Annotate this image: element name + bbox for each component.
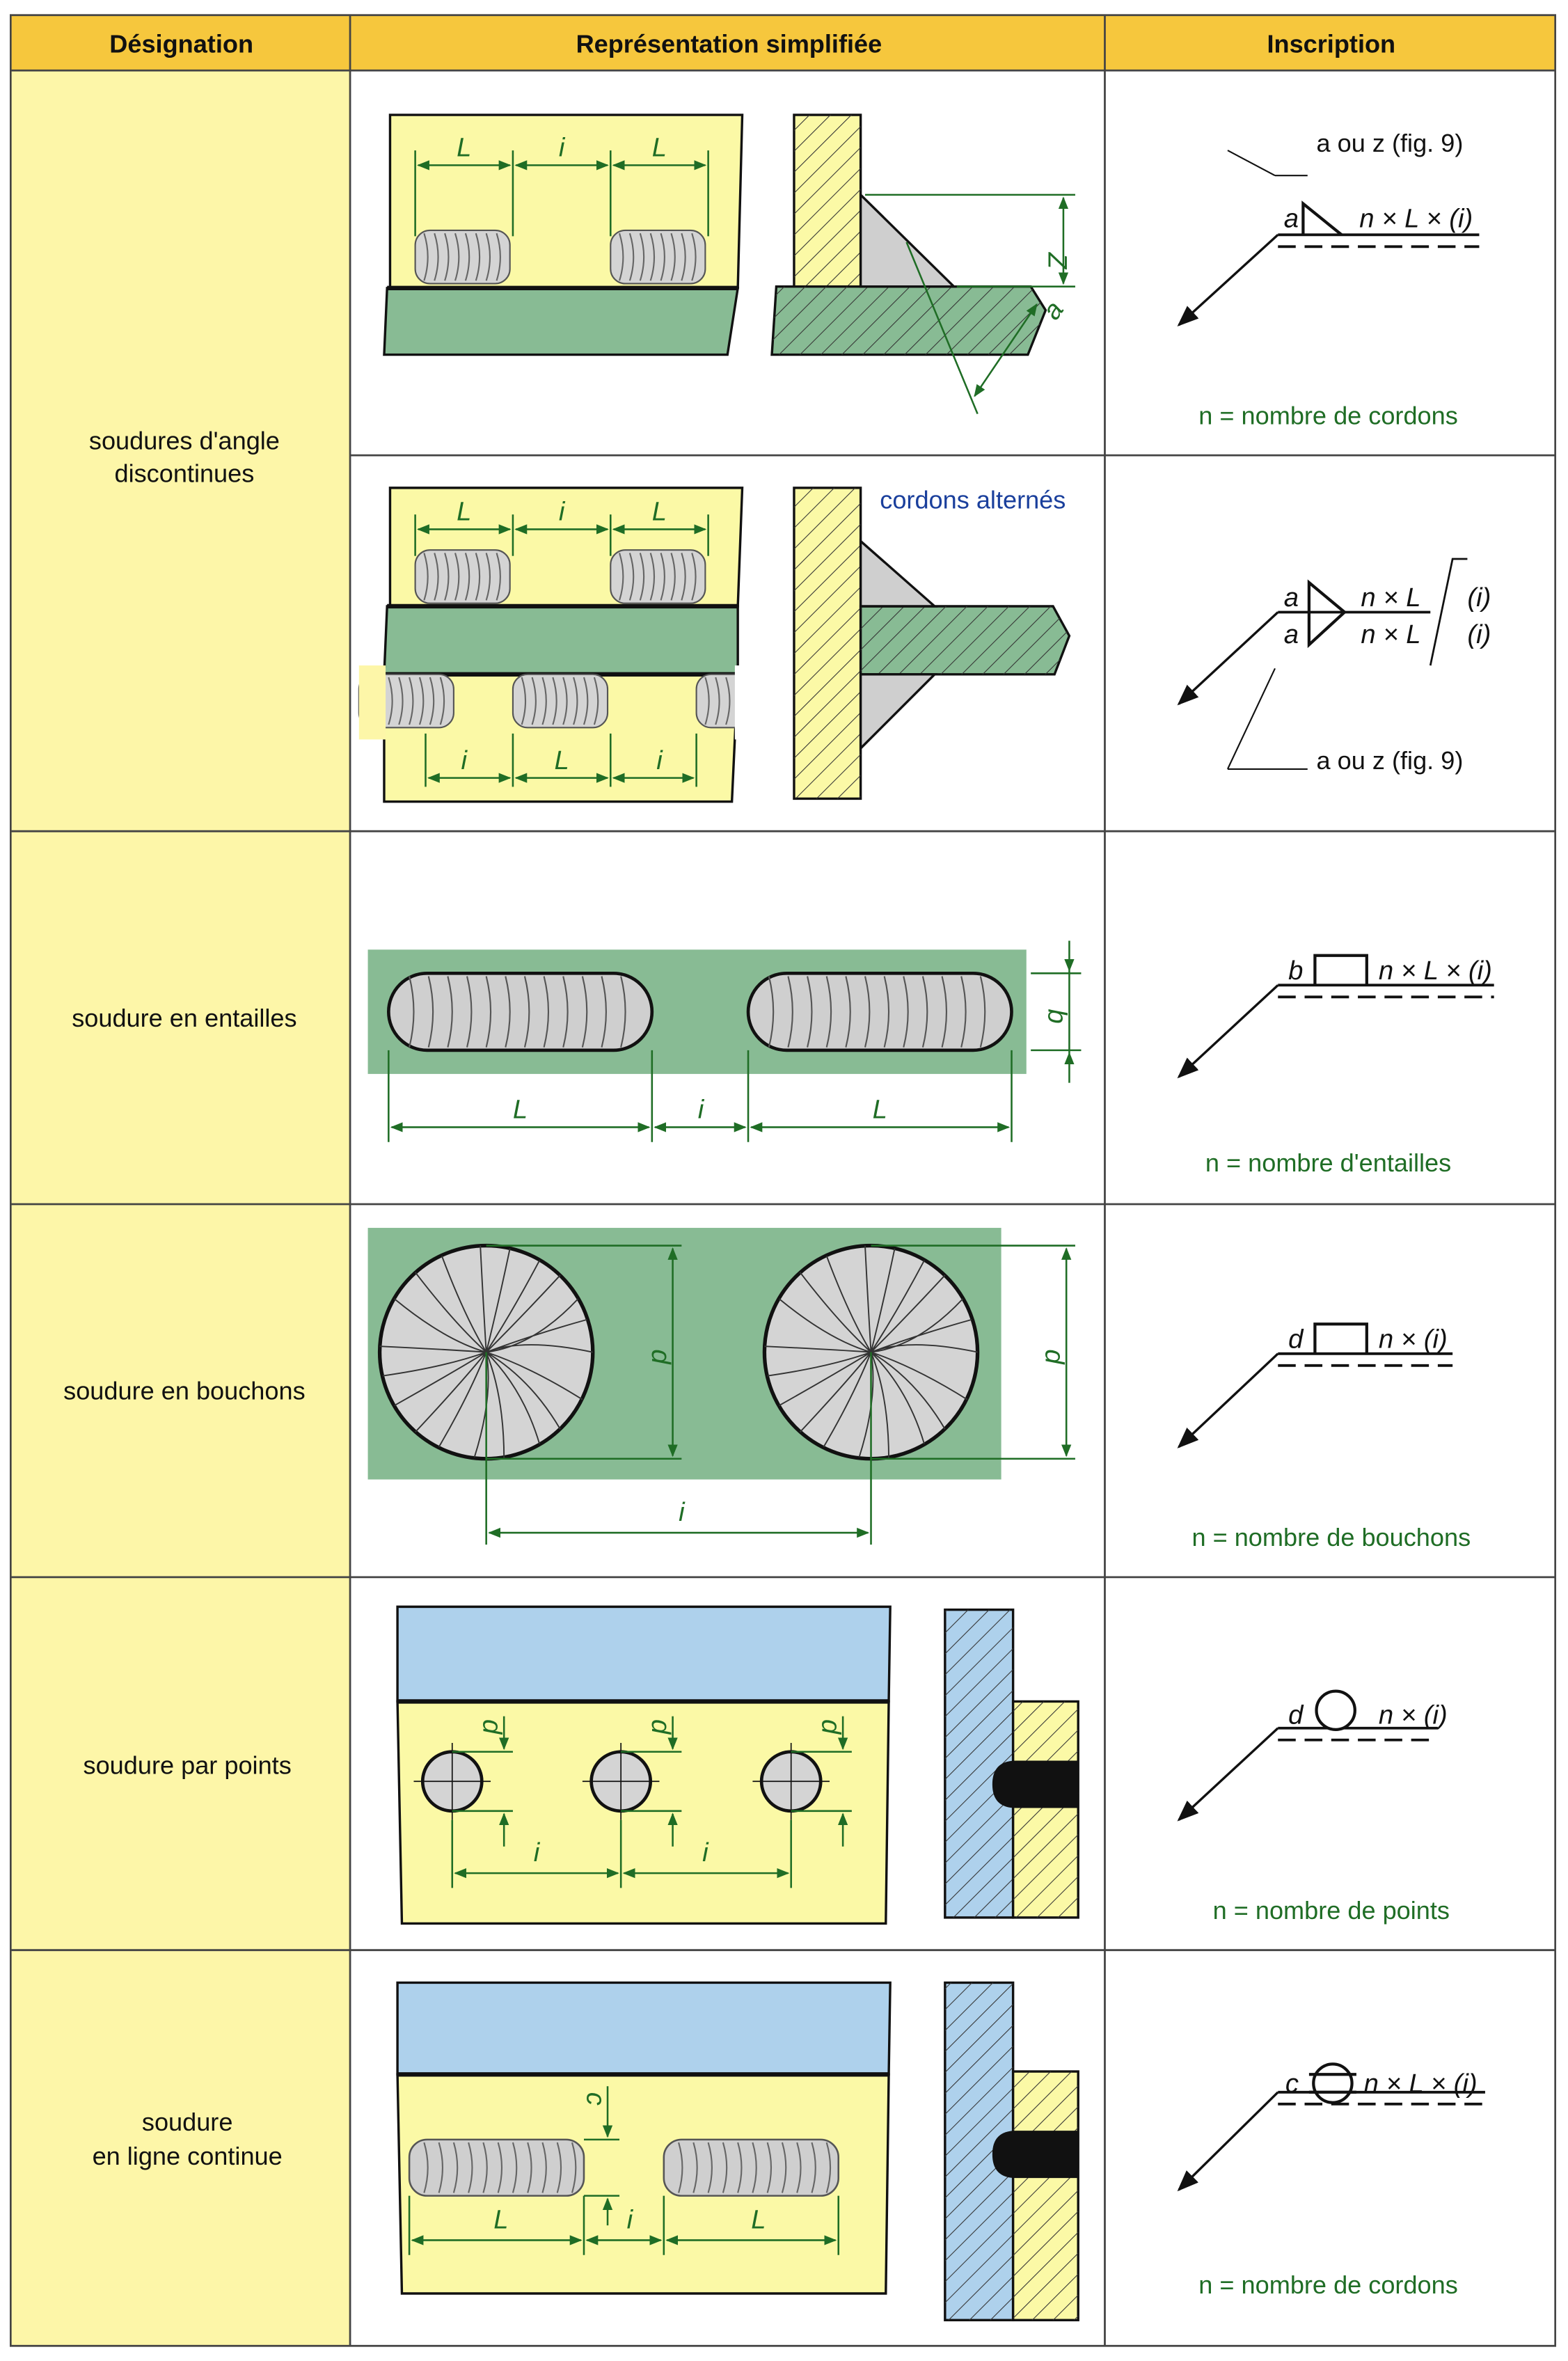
callout-upper-label: a <box>1284 583 1299 613</box>
dim-i: i <box>698 1095 705 1125</box>
dim-L: L <box>493 2204 508 2234</box>
dim-i: i <box>559 133 566 163</box>
inscription-seam-weld: c n × L × (i) n = nombre de cordons <box>1177 2062 1485 2299</box>
designation-slot: soudure en entailles <box>72 1004 296 1032</box>
note-cordons: n = nombre de cordons <box>1198 401 1458 429</box>
dim-z: Z <box>1043 252 1072 270</box>
dim-L: L <box>652 497 667 527</box>
callout-lower-pitch: (i) <box>1467 619 1491 649</box>
designation-fillet-line2: discontinues <box>114 459 254 487</box>
dim-b: b <box>1043 1009 1072 1023</box>
callout-label: b <box>1288 956 1303 986</box>
header-band <box>10 14 1556 71</box>
callout-ref: a ou z (fig. 9) <box>1317 129 1464 157</box>
designation-plug: soudure en bouchons <box>63 1377 305 1405</box>
drawing-fillet-intermittent: L i L Z a <box>383 113 1075 415</box>
callout-label: d <box>1288 1324 1304 1354</box>
dim-L: L <box>751 2204 766 2234</box>
designation-seam-line2: en ligne continue <box>93 2142 283 2170</box>
designation-column <box>10 70 351 2347</box>
dim-d: d <box>646 1719 676 1735</box>
dim-c: c <box>580 2092 610 2106</box>
dim-L: L <box>513 1095 528 1125</box>
callout-formula: n × L × (i) <box>1359 204 1473 234</box>
designation-seam-line1: soudure <box>142 2108 233 2136</box>
dim-d: d <box>646 1349 676 1365</box>
callout-formula: n × L × (i) <box>1364 2069 1478 2099</box>
dim-i: i <box>461 745 468 775</box>
designation-fillet-line1: soudures d'angle <box>89 427 280 455</box>
callout-label: d <box>1288 1700 1304 1730</box>
inscription-plug-weld: d n × (i) n = nombre de bouchons <box>1177 1322 1471 1551</box>
dim-d: d <box>477 1719 507 1735</box>
callout-upper-formula: n × L <box>1361 583 1420 613</box>
drawing-plug-weld: d d i <box>367 1228 1075 1545</box>
drawing-seam-weld: c L i L <box>396 1981 1079 2321</box>
table-grid <box>10 14 1556 2347</box>
callout-lower-formula: n × L <box>1361 619 1420 649</box>
callout-formula: n × (i) <box>1379 1700 1448 1730</box>
note-points: n = nombre de points <box>1213 1896 1450 1925</box>
drawing-slot-weld: L i L b <box>367 940 1082 1142</box>
callout-upper-pitch: (i) <box>1467 583 1491 613</box>
dim-i: i <box>534 1838 541 1868</box>
callout-label: c <box>1285 2069 1299 2099</box>
drawing-spot-weld: d d d i i <box>396 1605 1079 1925</box>
header-designation: Désignation <box>109 30 253 58</box>
inscription-slot-weld: b n × L × (i) n = nombre d'entailles <box>1177 954 1494 1177</box>
inscription-fillet-staggered: a a n × L n × L (i) (i) a ou z (fig. 9) <box>1177 558 1491 775</box>
dim-L: L <box>457 497 471 527</box>
callout-lower-label: a <box>1284 619 1299 649</box>
inscription-fillet-intermittent: a ou z (fig. 9) a n × L × (i) n = nombre… <box>1177 129 1480 429</box>
dim-i: i <box>702 1838 709 1868</box>
dim-i: i <box>559 497 566 527</box>
callout-label: a <box>1284 204 1299 234</box>
dim-i: i <box>656 745 663 775</box>
alternate-label: cordons alternés <box>880 486 1066 514</box>
dim-d: d <box>816 1719 846 1735</box>
dim-L: L <box>457 133 471 163</box>
inscription-spot-weld: d n × (i) n = nombre de points <box>1177 1689 1450 1925</box>
note-cordons: n = nombre de cordons <box>1198 2271 1458 2299</box>
drawing-fillet-staggered: L i L i L i cordons alternés <box>358 486 1071 803</box>
dim-i: i <box>627 2204 634 2234</box>
weld-symbol-table: Désignation Représentation simplifiée In… <box>10 14 1556 2347</box>
callout-formula: n × L × (i) <box>1379 956 1492 986</box>
dim-L: L <box>873 1095 887 1125</box>
header-inscription: Inscription <box>1267 30 1395 58</box>
dim-L: L <box>554 745 569 775</box>
callout-formula: n × (i) <box>1379 1324 1448 1354</box>
dim-i: i <box>679 1497 686 1527</box>
dim-L: L <box>652 133 667 163</box>
header-representation: Représentation simplifiée <box>576 30 882 58</box>
dim-d: d <box>1039 1349 1069 1365</box>
callout-ref: a ou z (fig. 9) <box>1317 746 1464 775</box>
note-bouchons: n = nombre de bouchons <box>1191 1523 1471 1551</box>
designation-spot: soudure par points <box>84 1751 292 1780</box>
note-entailles: n = nombre d'entailles <box>1205 1148 1451 1177</box>
